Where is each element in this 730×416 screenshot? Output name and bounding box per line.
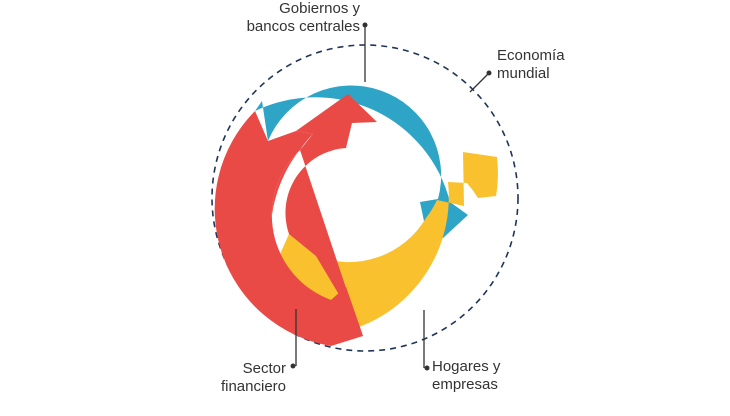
label-sector-line1: Sector	[242, 360, 286, 377]
yellow-arrow	[272, 152, 498, 336]
label-economia-line2: mundial	[497, 65, 550, 82]
leader-line-eco	[469, 73, 489, 93]
leader-dot-eco	[486, 70, 492, 76]
label-hogares-line2: empresas	[432, 376, 498, 393]
label-economia-mundial: Economía mundial	[497, 47, 617, 83]
leader-dot-hog	[424, 365, 430, 371]
label-gobiernos: Gobiernos y bancos centrales	[232, 0, 360, 36]
red-arrow	[270, 94, 377, 336]
label-sector-line2: financiero	[220, 378, 286, 395]
label-gobiernos-line2: bancos centrales	[246, 18, 360, 35]
leader-dot-gob	[362, 22, 368, 28]
label-sector-financiero: Sector financiero	[198, 360, 286, 396]
blue-arrow	[255, 85, 468, 250]
label-hogares-line1: Hogares y	[432, 358, 501, 375]
label-economia-line1: Economía	[497, 47, 565, 64]
leader-dot-sec	[290, 363, 296, 369]
label-hogares-empresas: Hogares y empresas	[432, 358, 542, 394]
red-arrow-body	[214, 111, 363, 346]
label-gobiernos-line1: Gobiernos y	[279, 0, 360, 17]
